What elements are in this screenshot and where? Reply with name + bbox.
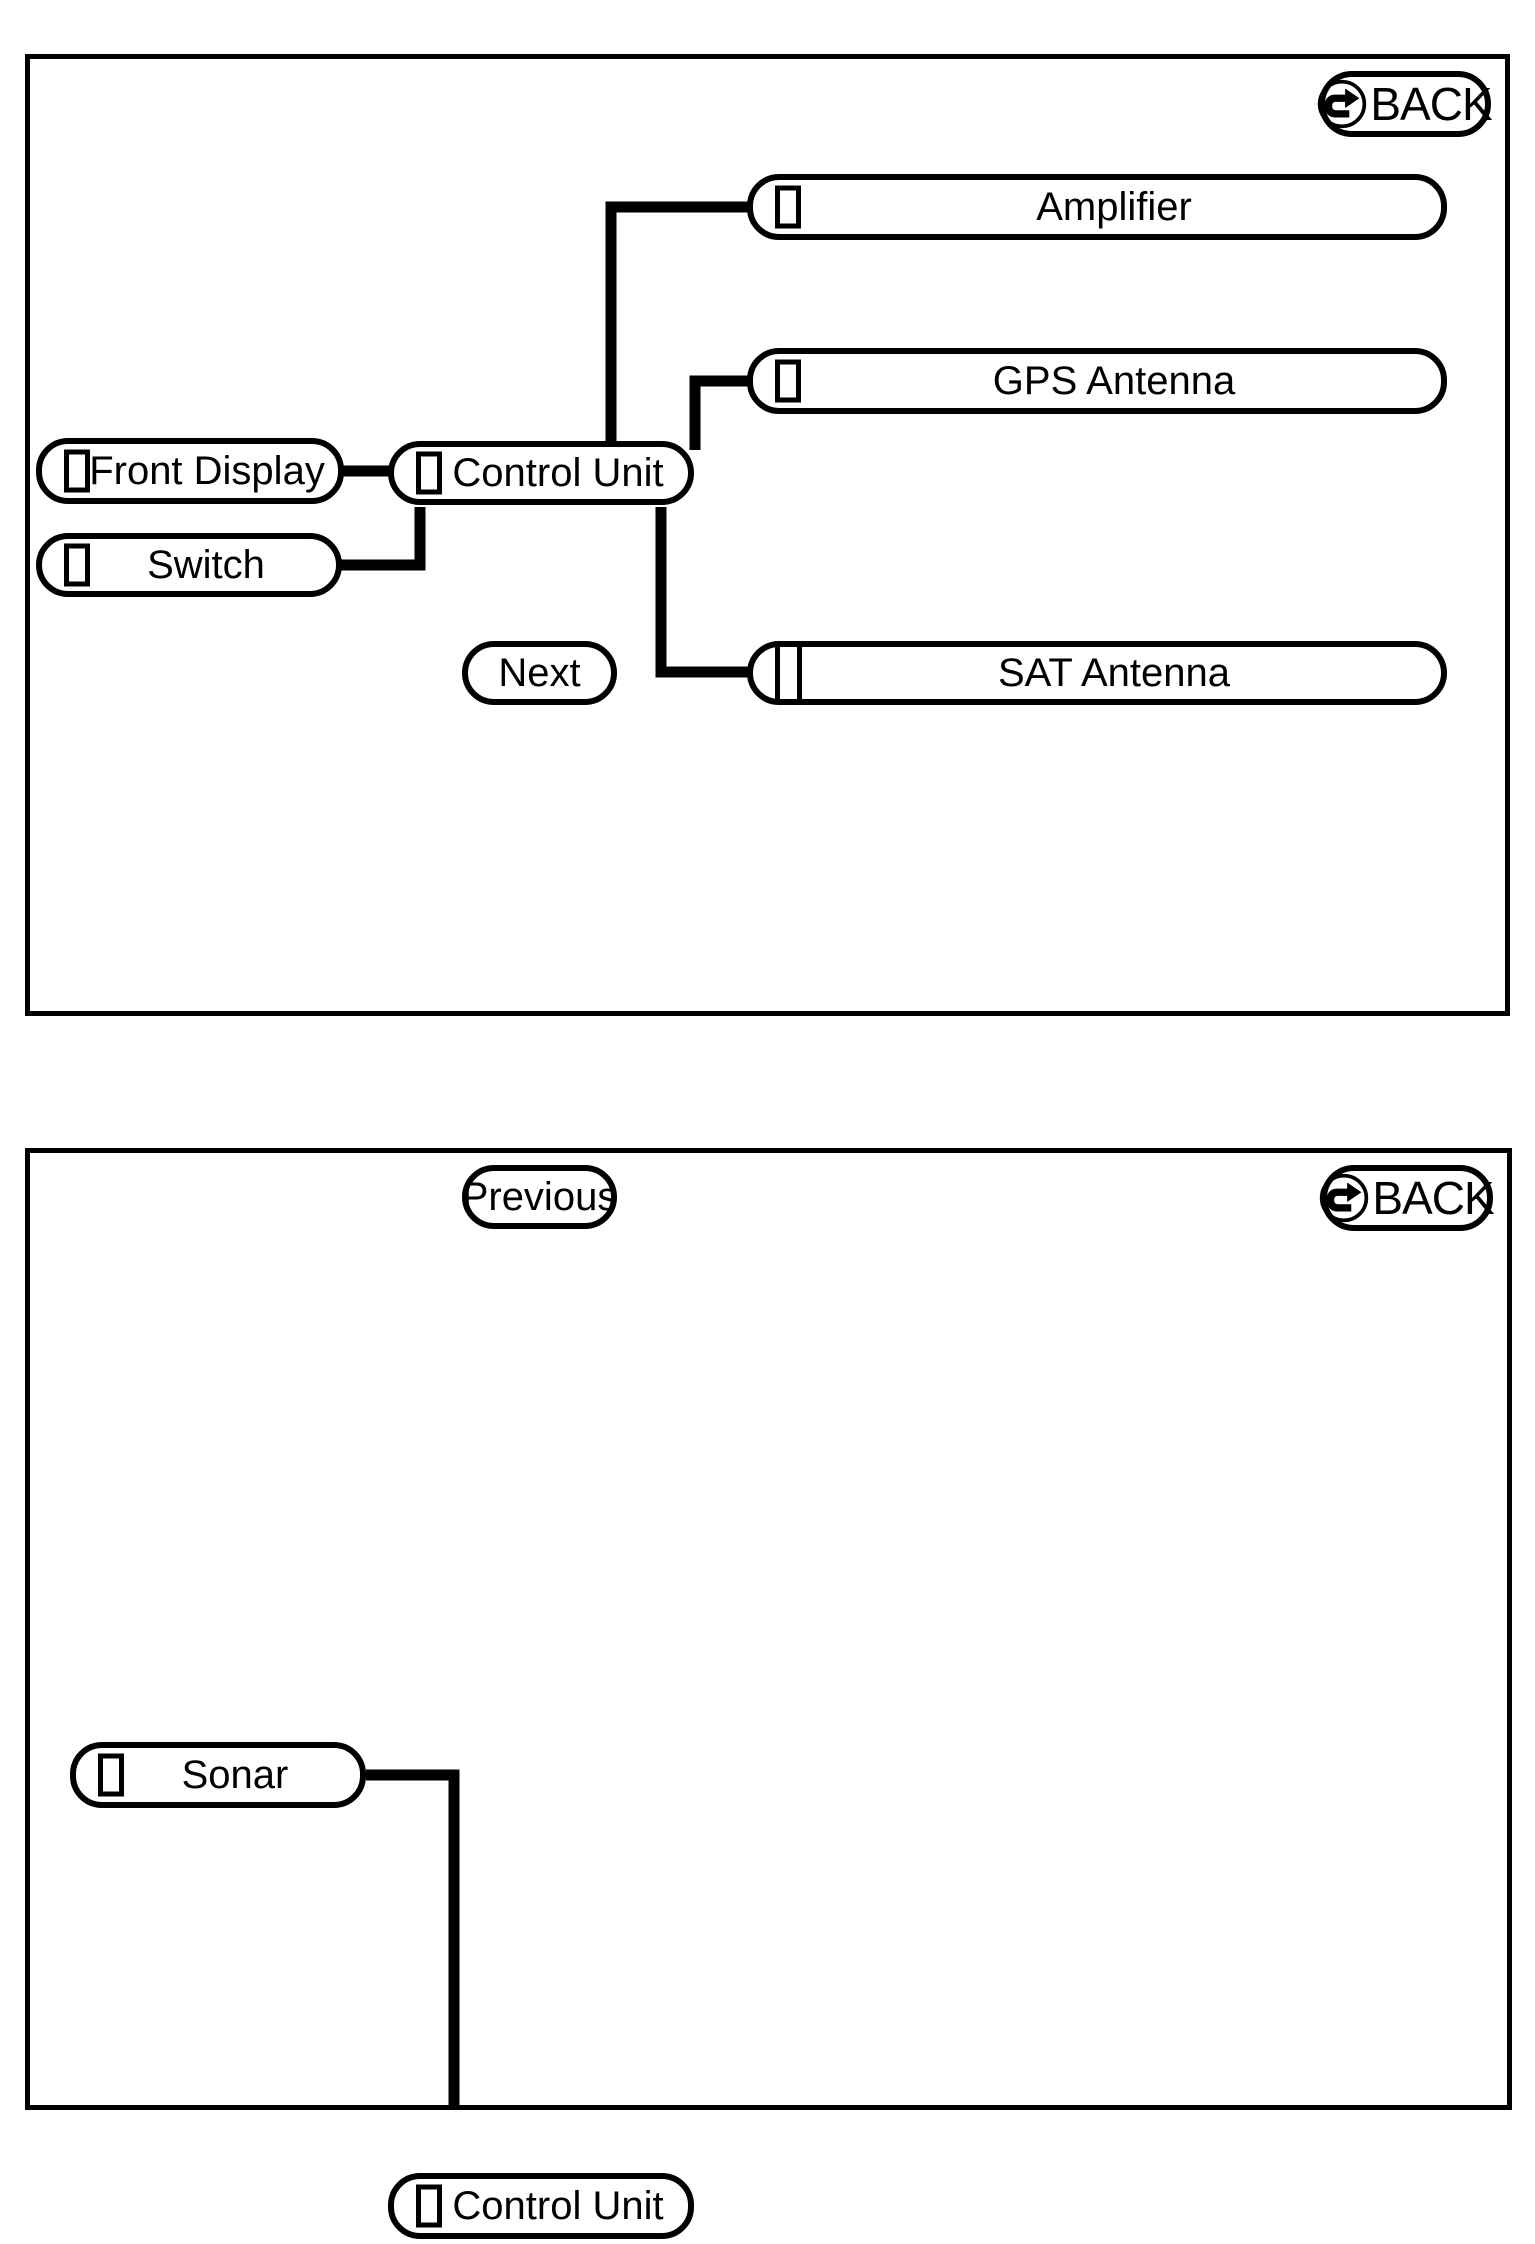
node-sonar[interactable]: Sonar	[70, 1742, 366, 1808]
node-sonar-label: Sonar	[181, 1753, 289, 1797]
back-button[interactable]: BACK	[1318, 71, 1493, 137]
node-front-display-label: Front Display	[89, 449, 325, 493]
panel-1-connection-lines	[338, 201, 753, 678]
node-control-unit[interactable]: Control Unit	[388, 2173, 694, 2239]
node-amplifier-label: Amplifier	[1036, 185, 1192, 229]
node-gps-antenna-label: GPS Antenna	[992, 359, 1236, 403]
node-switch-label: Switch	[147, 543, 265, 587]
panel-2-canvas: BACK Previous Sonar Control Unit	[30, 1153, 1507, 2239]
back-arrow-icon	[1318, 79, 1367, 129]
node-sat-antenna-label: SAT Antenna	[997, 651, 1231, 695]
back-button[interactable]: BACK	[1320, 1165, 1495, 1231]
box-glyph-icon	[416, 2184, 442, 2228]
box-glyph-icon	[775, 359, 801, 403]
system-diagram-panel-2: BACK Previous Sonar Control Unit	[25, 1148, 1512, 2239]
node-gps-antenna[interactable]: GPS Antenna	[747, 348, 1447, 414]
box-glyph-icon	[416, 451, 442, 495]
box-glyph-icon	[64, 543, 90, 587]
box-glyph-icon	[98, 1753, 124, 1797]
back-arrow-icon	[1320, 1173, 1369, 1223]
wire-control-unit-switch	[338, 507, 426, 571]
box-glyph-icon	[775, 185, 801, 229]
wire-control-unit-sat-antenna	[655, 507, 753, 678]
wire-control-unit-gps-antenna	[689, 375, 752, 450]
previous-button-label: Previous	[461, 1175, 618, 1219]
node-switch[interactable]: Switch	[36, 533, 342, 597]
system-diagram-panel-1: BACK Amplifier GPS Antenna Front Display…	[25, 54, 1510, 1016]
node-sat-antenna[interactable]: SAT Antenna	[747, 641, 1447, 705]
node-control-unit-label: Control Unit	[452, 451, 664, 495]
back-button-label: BACK	[1372, 1172, 1494, 1224]
wire-control-unit-amplifier	[605, 201, 752, 450]
node-amplifier[interactable]: Amplifier	[747, 174, 1447, 240]
node-control-unit-label: Control Unit	[452, 2184, 664, 2228]
previous-button[interactable]: Previous	[462, 1165, 617, 1229]
panel-1-canvas: BACK Amplifier GPS Antenna Front Display…	[30, 59, 1505, 1011]
back-button-label: BACK	[1370, 78, 1492, 130]
node-control-unit[interactable]: Control Unit	[388, 441, 694, 505]
box-glyph-icon	[64, 449, 90, 493]
next-button[interactable]: Next	[462, 641, 617, 705]
panel-2-connection-lines	[366, 1769, 460, 2105]
box-glyph-icon	[775, 642, 802, 704]
next-button-label: Next	[498, 651, 581, 695]
node-front-display[interactable]: Front Display	[36, 438, 344, 504]
wire-sonar-control-unit	[366, 1769, 460, 2105]
